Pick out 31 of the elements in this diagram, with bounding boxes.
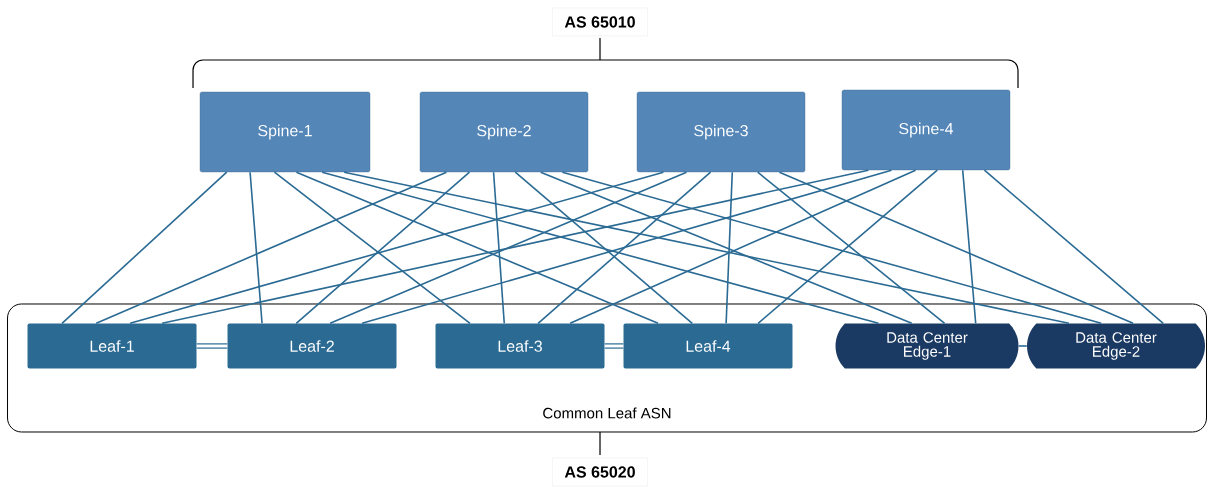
- link-line: [295, 171, 659, 325]
- leaf-switch-box: Leaf-1: [27, 323, 197, 369]
- spine-switch-box: Spine-4: [841, 89, 1011, 171]
- leaf-switch-box: Leaf-3: [435, 323, 605, 369]
- edge-router-box: Data Center Edge-1: [835, 323, 1019, 369]
- link-line: [61, 171, 228, 325]
- link-line: [983, 169, 1164, 325]
- spine-switch-box: Spine-2: [419, 91, 589, 173]
- spine-switch-box: Spine-1: [199, 91, 371, 173]
- link-line: [961, 169, 977, 325]
- link-line: [537, 171, 712, 325]
- leaf-switch-box: Leaf-2: [227, 323, 397, 369]
- link-line: [514, 171, 694, 325]
- edge-router-box: Data Center Edge-2: [1027, 323, 1205, 369]
- link-line: [778, 171, 1134, 325]
- link-line: [492, 171, 506, 325]
- link-line: [161, 169, 870, 325]
- link-line: [561, 171, 1102, 325]
- double-link-line: [196, 343, 228, 349]
- link-line: [249, 171, 263, 325]
- link-line: [1017, 345, 1028, 347]
- leaf-switch-box: Leaf-4: [623, 323, 793, 369]
- as-number-label: AS 65010: [552, 7, 648, 37]
- link-line: [725, 171, 734, 325]
- spine-switch-box: Spine-3: [636, 91, 806, 173]
- link-line: [129, 171, 665, 325]
- as-number-label: AS 65020: [552, 457, 648, 487]
- link-line: [343, 171, 1070, 325]
- link-line: [95, 171, 448, 325]
- double-link-line: [604, 343, 624, 349]
- link-line: [329, 171, 688, 325]
